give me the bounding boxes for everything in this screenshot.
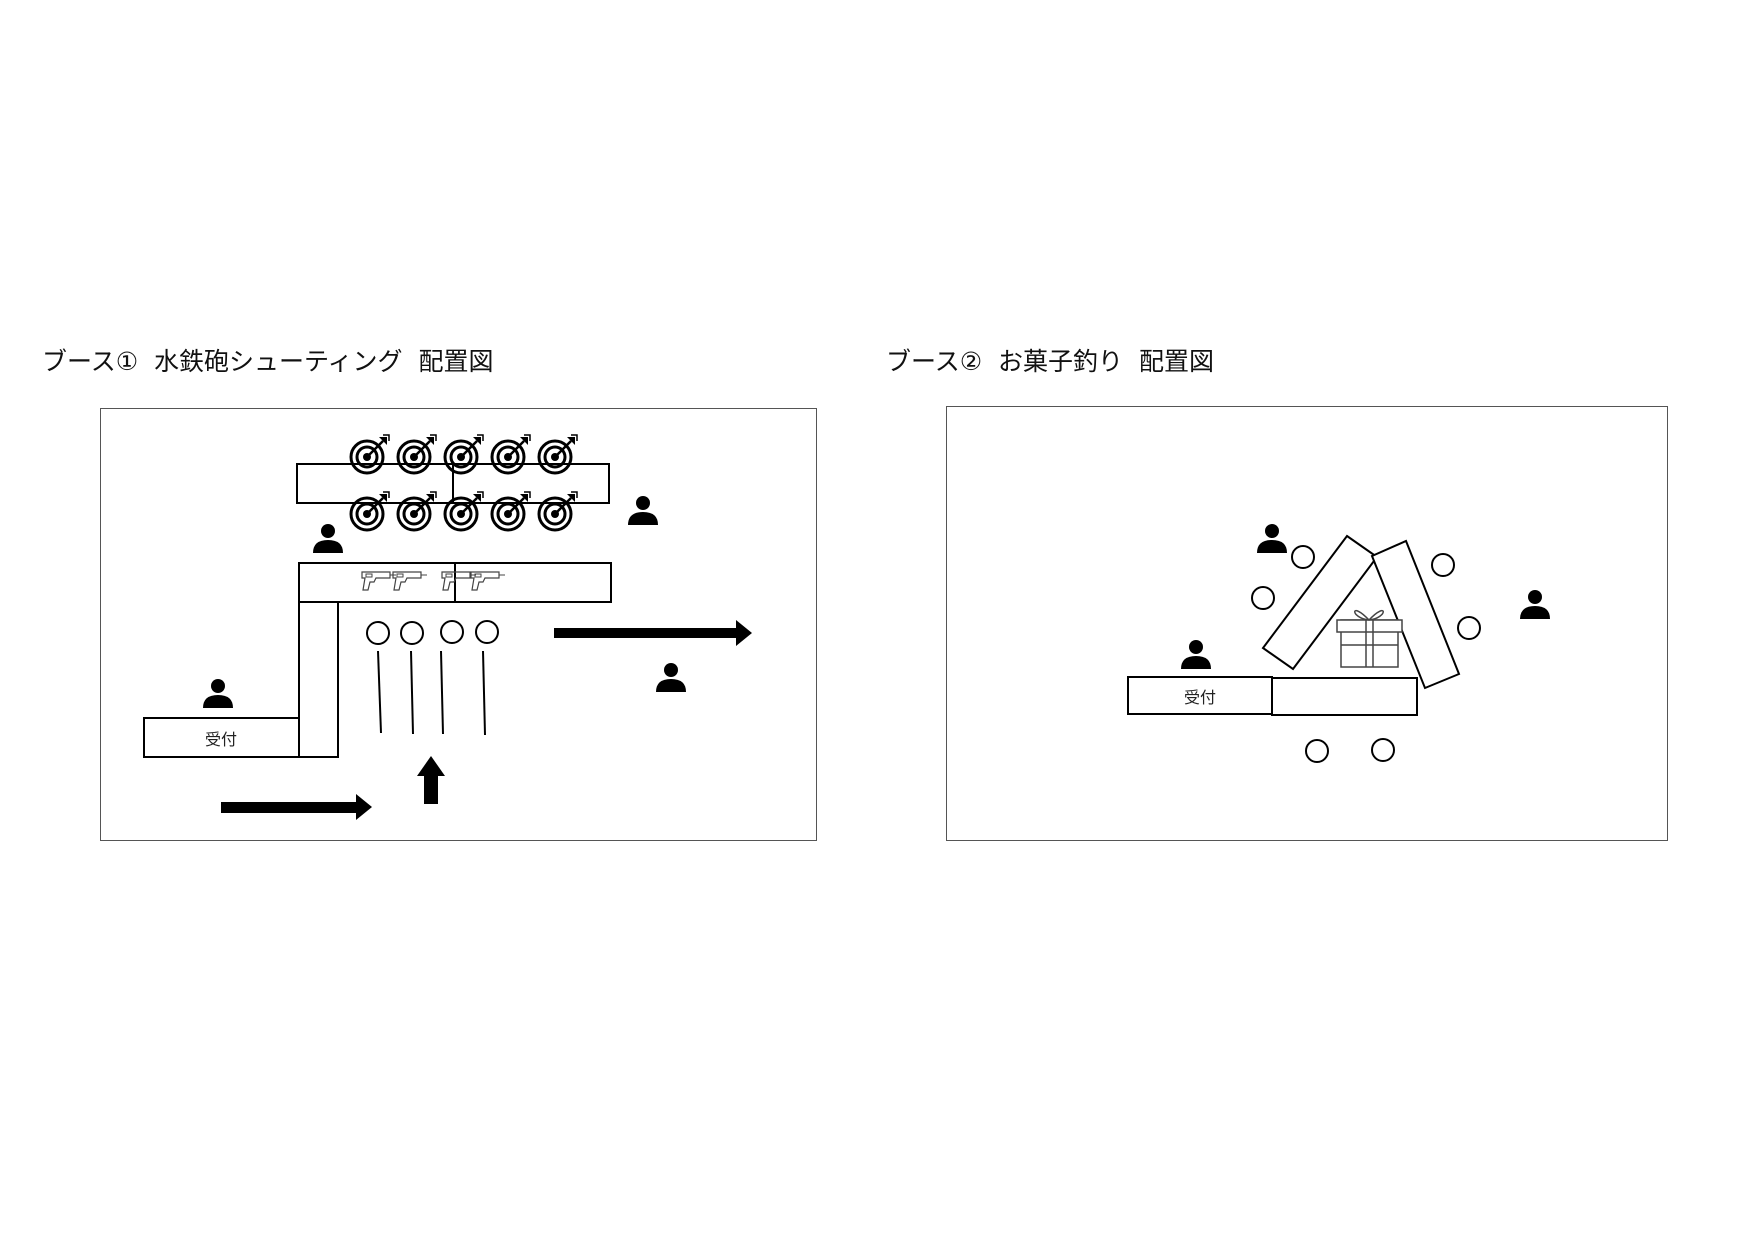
arrow-right-icon — [221, 794, 372, 820]
reception-table — [143, 717, 300, 758]
target-table-right — [452, 463, 610, 504]
target-icon — [490, 490, 532, 532]
tilted-table-right — [1370, 539, 1461, 690]
queue-line — [440, 650, 444, 735]
candy-table — [1271, 677, 1418, 716]
water-gun-icon — [392, 571, 428, 591]
circle-marker — [400, 621, 424, 645]
person-icon — [313, 524, 343, 553]
circle-marker — [475, 620, 499, 644]
booth1-diagram: 受付 — [143, 433, 752, 820]
queue-line — [377, 650, 382, 734]
target-icon — [443, 433, 485, 475]
target-icon — [349, 490, 391, 532]
arrow-right-icon — [554, 620, 752, 646]
shooting-table-left — [298, 562, 456, 603]
person-icon — [1257, 524, 1287, 553]
queue-line — [410, 650, 414, 735]
booth2-diagram: 受付 — [1127, 524, 1550, 763]
circle-marker — [1457, 616, 1481, 640]
person-icon — [656, 663, 686, 692]
target-icon — [537, 433, 579, 475]
queue-line — [482, 650, 486, 736]
arrow-up-icon — [417, 756, 445, 804]
target-icon — [396, 490, 438, 532]
circle-marker — [1251, 586, 1275, 610]
reception-label: 受付 — [1184, 688, 1216, 707]
target-icon — [490, 433, 532, 475]
circle-marker — [366, 621, 390, 645]
target-icon — [443, 490, 485, 532]
person-icon — [1181, 640, 1211, 669]
water-gun-icon — [361, 571, 397, 591]
gift-icon — [1336, 609, 1403, 668]
partition-table — [298, 601, 339, 758]
booth1-title: ブース① 水鉄砲シューティング 配置図 — [42, 347, 494, 376]
circle-marker — [440, 620, 464, 644]
person-icon — [628, 496, 658, 525]
shooting-table-right — [454, 562, 612, 603]
target-icon — [537, 490, 579, 532]
person-icon — [203, 679, 233, 708]
booth2-title: ブース② お菓子釣り 配置図 — [886, 347, 1214, 376]
circle-marker — [1305, 739, 1329, 763]
target-icon — [396, 433, 438, 475]
reception-label: 受付 — [205, 730, 237, 749]
target-icon — [349, 433, 391, 475]
tilted-table-left — [1261, 534, 1379, 671]
person-icon — [1520, 590, 1550, 619]
circle-marker — [1371, 738, 1395, 762]
water-gun-icon — [470, 571, 506, 591]
circle-marker — [1431, 553, 1455, 577]
booth1-frame — [100, 408, 817, 841]
circle-marker — [1291, 545, 1315, 569]
